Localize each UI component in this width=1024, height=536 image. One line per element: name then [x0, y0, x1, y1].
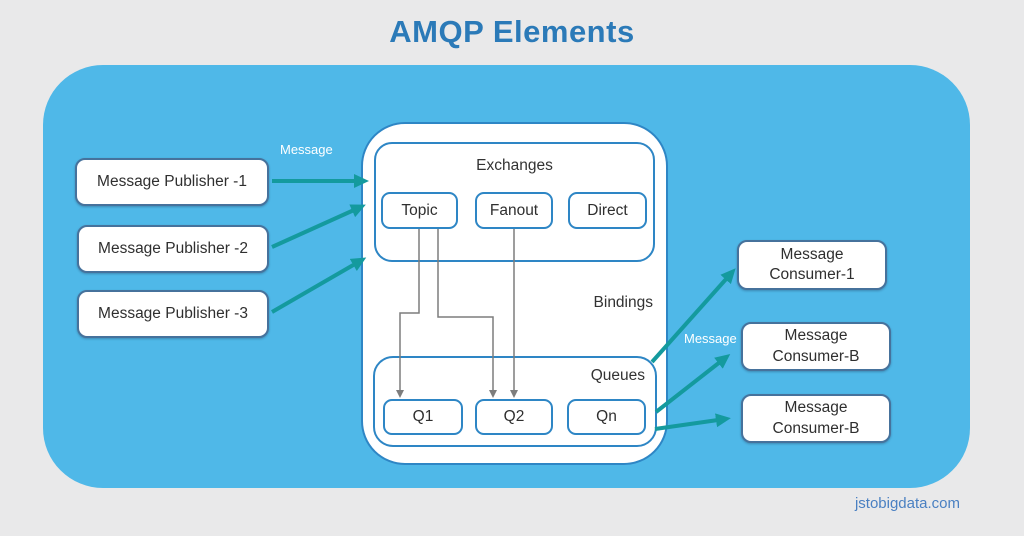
queue-q2: Q2 [475, 399, 553, 435]
publisher-label: Message Publisher -1 [97, 172, 247, 190]
exchange-type-topic: Topic [381, 192, 458, 229]
queue-q1: Q1 [383, 399, 463, 435]
publisher-node-2: Message Publisher -2 [77, 225, 269, 273]
consumer-label: Message Consumer-1 [769, 245, 855, 283]
consumer-node-2: Message Consumer-B [741, 322, 891, 371]
exchange-type-direct: Direct [568, 192, 647, 229]
message-label-right: Message [684, 331, 737, 346]
queue-qn: Qn [567, 399, 646, 435]
publisher-node-3: Message Publisher -3 [77, 290, 269, 338]
publisher-label: Message Publisher -3 [98, 304, 248, 322]
exchange-type-fanout: Fanout [475, 192, 553, 229]
consumer-label: Message Consumer-B [772, 327, 860, 365]
exchanges-title: Exchanges [476, 157, 553, 174]
consumer-node-1: Message Consumer-1 [737, 240, 887, 290]
consumer-label: Message Consumer-B [772, 399, 860, 437]
bindings-label: Bindings [593, 294, 653, 311]
queues-title: Queues [590, 367, 645, 384]
page-title: AMQP Elements [389, 14, 635, 49]
publisher-node-1: Message Publisher -1 [75, 158, 269, 206]
watermark: jstobigdata.com [854, 495, 960, 512]
message-label-left: Message [280, 142, 333, 157]
publisher-label: Message Publisher -2 [98, 239, 248, 257]
consumer-node-3: Message Consumer-B [741, 394, 891, 443]
